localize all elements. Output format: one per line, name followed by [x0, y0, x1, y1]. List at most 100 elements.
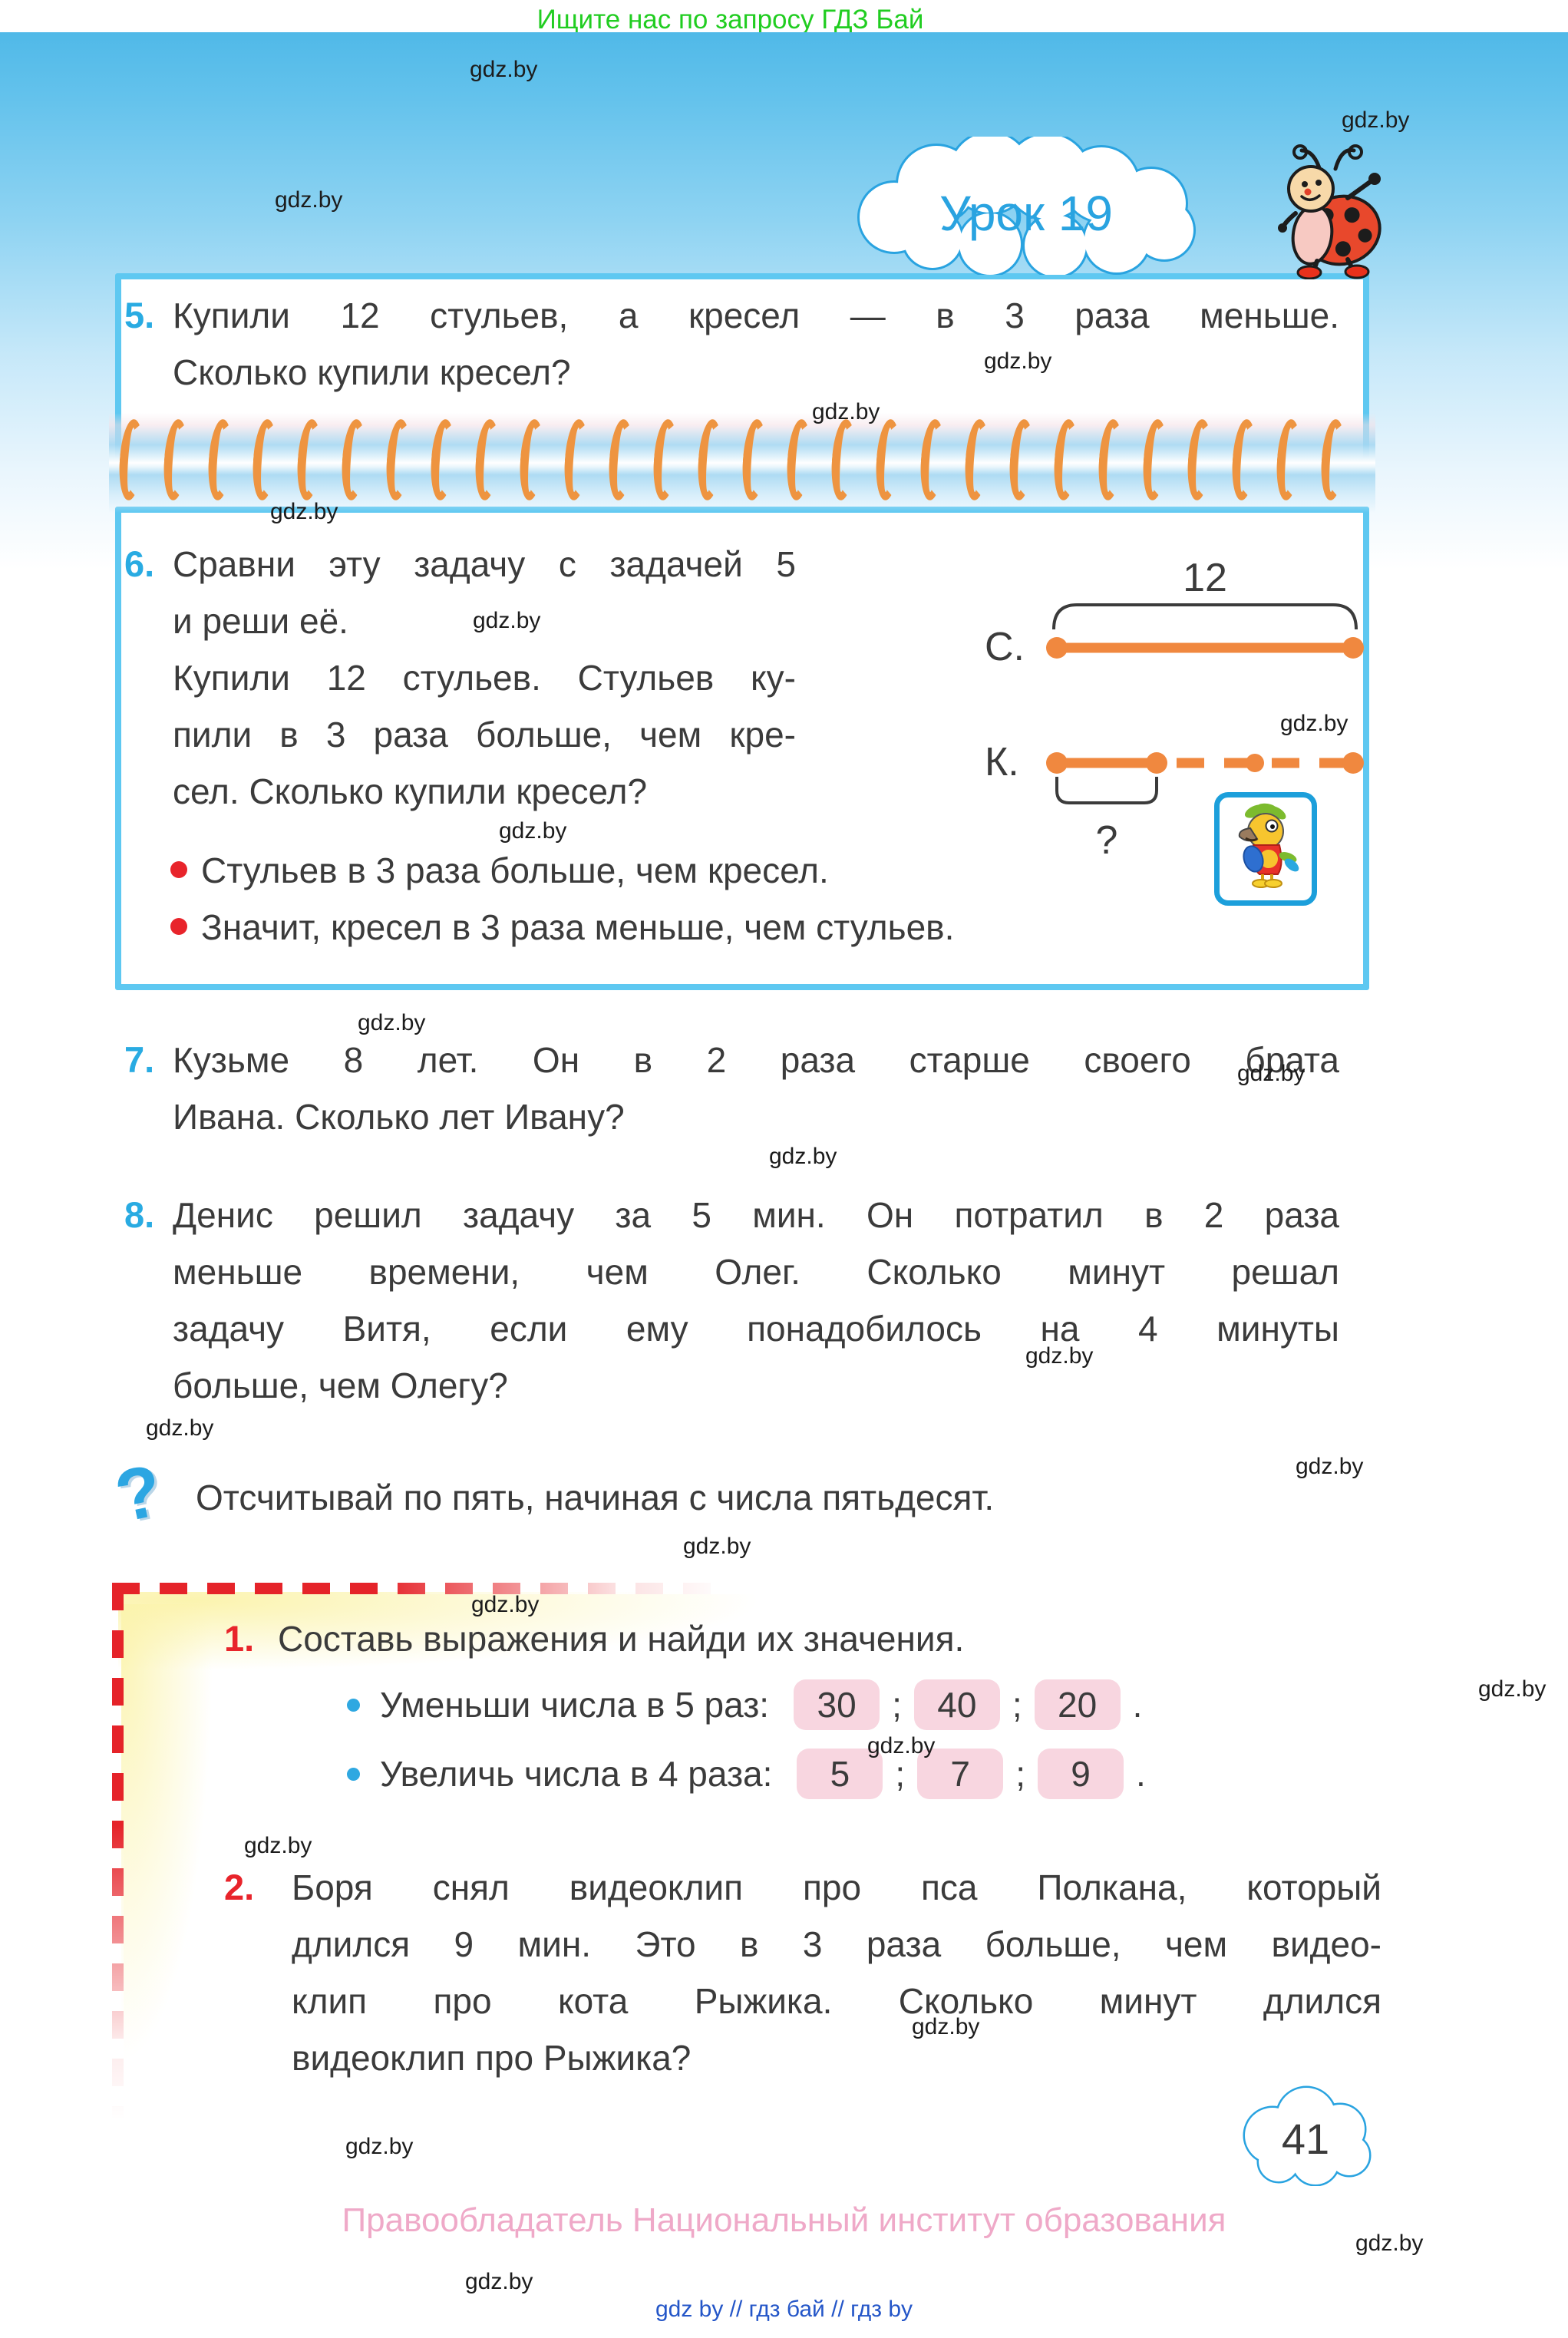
spiral-ring-icon [740, 418, 769, 501]
bullet-dot-icon [347, 1698, 360, 1712]
problem6-number: 6. [124, 543, 155, 584]
diagram-brace-bottom [1055, 777, 1158, 804]
parrot-frame [1214, 792, 1317, 906]
problem5-number: 5. [124, 295, 155, 335]
gdzby-watermark: gdz.by [471, 1592, 540, 1617]
gdzby-watermark: gdz.by [146, 1415, 214, 1441]
spiral-ring-icon [206, 418, 235, 501]
gdzby-watermark: gdz.by [345, 2134, 414, 2159]
gdzby-watermark: gdz.by [984, 348, 1052, 374]
gdzby-watermark: gdz.by [812, 399, 880, 424]
spiral-ring-icon [1007, 418, 1036, 501]
diagram-brace-top [1052, 603, 1358, 630]
spiral-ring-icon [918, 418, 947, 501]
ladybug-icon [1278, 144, 1381, 279]
dashed-border-left-fade [112, 1583, 124, 2120]
problem6-line5: сел. Сколько купили кресел? [173, 771, 648, 811]
problem7-text: Кузьме 8 лет. Он в 2 раза старше своего … [173, 1032, 1339, 1145]
divide-label: Уменьши числа в 5 раз: [380, 1685, 770, 1725]
footer-links[interactable]: gdz by // гдз бай // гдз by [655, 2297, 913, 2322]
spiral-ring-icon [161, 418, 190, 501]
spiral-ring-icon [562, 418, 591, 501]
gdzby-watermark: gdz.by [470, 57, 538, 82]
bullet-dot-icon [170, 918, 187, 935]
spiral-ring-icon [295, 418, 324, 501]
homework1-title: Составь выражения и найди их значения. [278, 1610, 1199, 1667]
dashed-box-glow [121, 1604, 213, 2065]
question-mark-icon: ? [108, 1449, 170, 1538]
homework2-line1: Боря снял видеоклип про пса Полкана, кот… [292, 1867, 1381, 1907]
problem5-line2: Сколько купили кресел? [173, 352, 571, 392]
gdzby-watermark: gdz.by [1296, 1454, 1364, 1479]
value-pill: 20 [1034, 1679, 1121, 1730]
gdzby-watermark: gdz.by [867, 1733, 936, 1758]
gdzby-watermark: gdz.by [244, 1833, 312, 1858]
diagram-label-chairs: С. [985, 625, 1025, 669]
gdzby-watermark: gdz.by [1355, 2231, 1424, 2256]
value-pill: 5 [797, 1749, 883, 1799]
gdzby-watermark: gdz.by [683, 1534, 751, 1559]
problem6-line3: Купили 12 стульев. Стульев ку- [173, 658, 796, 698]
gdzby-watermark: gdz.by [275, 187, 343, 213]
spiral-binding [109, 413, 1375, 513]
problem7-number: 7. [124, 1039, 155, 1080]
dashed-border-top-fade [112, 1583, 780, 1594]
separator: . [1135, 1754, 1146, 1794]
page-number-cloud: 41 [1243, 2085, 1372, 2186]
problem8-number: 8. [124, 1194, 155, 1235]
spiral-ring-icon [1230, 418, 1259, 501]
spiral-ring-icon [962, 418, 992, 501]
gdzby-watermark: gdz.by [769, 1144, 837, 1169]
bullet-dot-icon [347, 1767, 360, 1781]
spiral-ring-icon [829, 418, 858, 501]
gdzby-watermark: gdz.by [1342, 107, 1410, 133]
spiral-ring-icon [117, 418, 146, 501]
problem6-frame [115, 507, 1369, 990]
spiral-ring-icon [384, 418, 413, 501]
multiply-label: Увеличь числа в 4 раза: [380, 1754, 773, 1794]
homework2-line4: видеоклип про Рыжика? [292, 2038, 692, 2078]
spiral-ring-icon [873, 418, 903, 501]
spiral-ring-icon [517, 418, 546, 501]
spiral-ring-icon [1185, 418, 1214, 501]
lesson-title: Урок 19 [939, 186, 1113, 241]
separator: ; [1012, 1685, 1022, 1725]
value-pill: 30 [794, 1679, 880, 1730]
separator: ; [1015, 1754, 1025, 1794]
spiral-ring-icon [784, 418, 814, 501]
homework1-number: 1. [224, 1618, 255, 1659]
spiral-ring-icon [1319, 418, 1348, 501]
spiral-rings [109, 413, 1375, 501]
homework1-row-divide: Уменьши числа в 5 раз: 30 ; 40 ; 20 . [347, 1679, 1150, 1730]
gdzby-watermark: gdz.by [1478, 1676, 1547, 1702]
homework2-line2: длился 9 мин. Это в 3 раза больше, чем в… [292, 1924, 1381, 1964]
segment-diagram: С. 12 К. ? [985, 556, 1364, 863]
problem8-text: Денис решил задачу за 5 мин. Он потратил… [173, 1187, 1339, 1414]
lesson-cloud: Урок 19 [857, 137, 1196, 275]
count-task-line: Отсчитывай по пять, начиная с числа пять… [196, 1478, 995, 1517]
gdzby-watermark: gdz.by [1025, 1343, 1094, 1369]
gdzby-watermark: gdz.by [1237, 1061, 1306, 1086]
bullet-dot-icon [170, 861, 187, 878]
gdzby-watermark: gdz.by [270, 499, 338, 524]
diagram-label-armchairs: К. [985, 740, 1019, 784]
separator: . [1132, 1685, 1143, 1725]
spiral-ring-icon [1274, 418, 1303, 501]
copyright-line: Правообладатель Национальный институт об… [342, 2201, 1226, 2239]
value-pill: 9 [1037, 1749, 1124, 1799]
homework2-line3: клип про кота Рыжика. Сколько минут длил… [292, 1981, 1381, 2021]
problem6-note1: Стульев в 3 раза больше, чем кресел. [201, 850, 829, 890]
dashed-box-glow [118, 1592, 809, 1676]
gdzby-watermark: gdz.by [465, 2269, 533, 2294]
problem6-text: Сравни эту задачу с задачей 5 и реши её.… [173, 536, 796, 820]
problem8-line2: меньше времени, чем Олег. Сколько минут … [173, 1252, 1339, 1292]
spiral-ring-icon [1141, 418, 1170, 501]
problem6-note2: Значит, кресел в 3 раза меньше, чем стул… [201, 907, 955, 947]
problem6-line4: пили в 3 раза больше, чем кре- [173, 715, 796, 755]
gdzby-watermark: gdz.by [473, 608, 541, 633]
spiral-ring-icon [339, 418, 368, 501]
separator: ; [892, 1685, 902, 1725]
spiral-ring-icon [1096, 418, 1125, 501]
spiral-ring-icon [428, 418, 457, 501]
